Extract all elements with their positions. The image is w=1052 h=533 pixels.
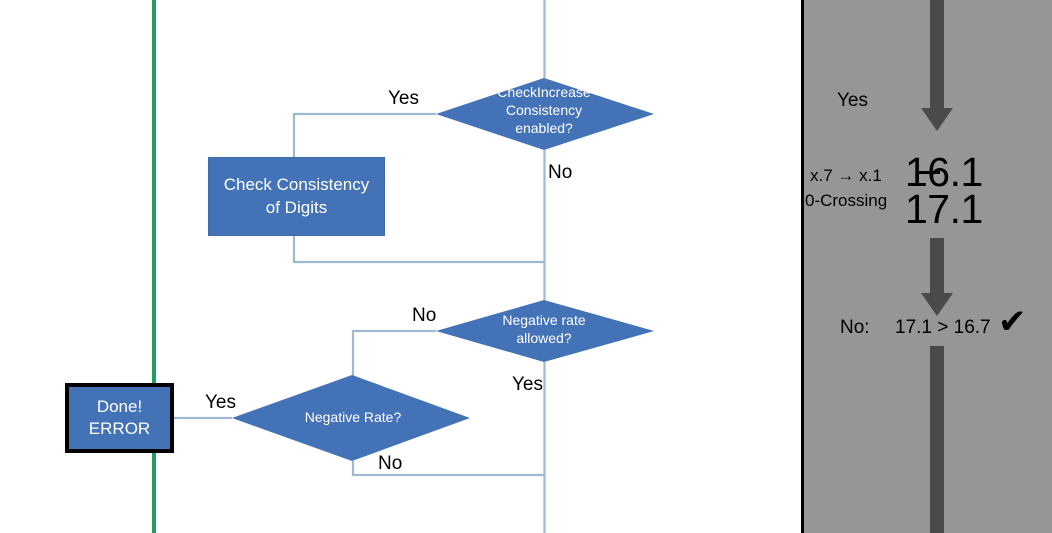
shape-check-increase-consistency [436,78,654,150]
panel-value-current: 17.1 [905,186,983,232]
strikethrough-bar [917,171,940,174]
panel-label-zero-crossing: 0-Crossing [805,191,888,210]
arrow-down-second [921,238,953,316]
edge-label-negrate-allowed-no: No [412,305,437,326]
check-icon: ✔ [998,302,1027,342]
edge-label-checkincrease-no: No [548,162,573,183]
shape-negative-rate [232,375,470,461]
node-check-consistency-of-digits[interactable]: Check Consistency of Digits [208,157,385,236]
edge-label-checkincrease-yes: Yes [388,88,419,109]
edge-label-negrate-no: No [378,453,403,474]
panel-value-struck: 16.1 [905,152,983,193]
annotation-panel: Yes x.7 → x.1 0-Crossing 16.1 17.1 No: 1… [801,0,1052,533]
panel-label-transition: x.7 → x.1 [810,166,882,185]
edge-label-negrate-allowed-yes: Yes [512,374,543,395]
edge-consistency-return [292,236,544,264]
shape-negative-rate-allowed [436,300,654,362]
panel-comparison: 17.1 > 16.7 [895,317,991,338]
arrow-down-first [921,0,953,131]
panel-arrows [921,0,953,533]
panel-label-yes: Yes [837,90,868,111]
panel-label-no: No: [840,317,870,338]
node-done-error[interactable]: Done! ERROR [65,383,174,453]
edge-negrate-no [351,461,544,477]
arrow-tail-segment [930,346,944,533]
edge-checkincrease-yes [292,112,436,157]
edge-label-negrate-yes: Yes [205,392,236,413]
